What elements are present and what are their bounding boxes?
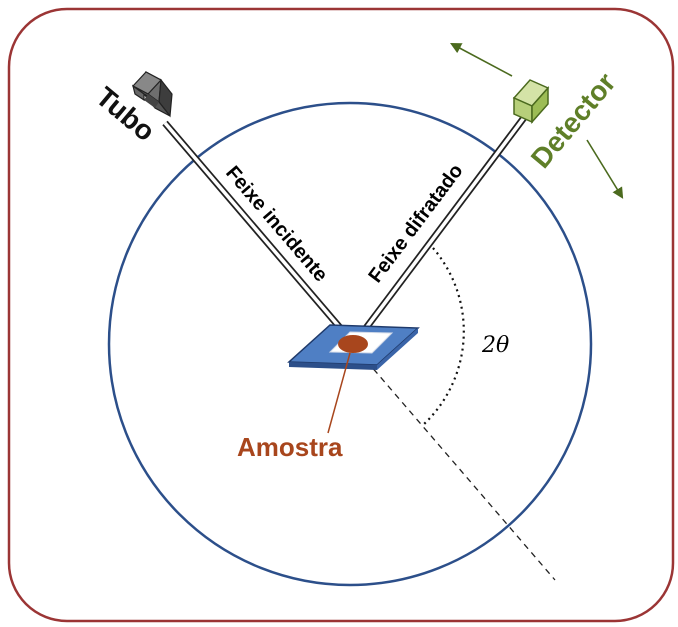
transmitted-beam-dashed-line: [351, 343, 556, 581]
rotation-arrow-icon-lower: [586, 139, 624, 199]
detector-label: Detector: [525, 67, 622, 174]
two-theta-arc: [422, 247, 465, 426]
incident-beam-label: Feixe incidente: [221, 162, 332, 286]
incident-beam: [162, 120, 357, 347]
sample-spot: [338, 335, 368, 353]
sample-holder: [287, 324, 420, 370]
diffracted-beam: [351, 112, 529, 347]
rotation-arrow-icon-upper: [450, 42, 513, 77]
two-theta-label: 2θ: [481, 333, 509, 358]
goniometer-circle: [107, 101, 593, 587]
detector-box-icon: [512, 79, 550, 124]
outer-frame: [7, 7, 675, 623]
tube-box-icon: [132, 71, 173, 118]
sample-label: Amostra: [237, 432, 343, 462]
diffracted-beam-label: Feixe difratado: [364, 160, 467, 287]
sample-pointer: [327, 352, 351, 434]
